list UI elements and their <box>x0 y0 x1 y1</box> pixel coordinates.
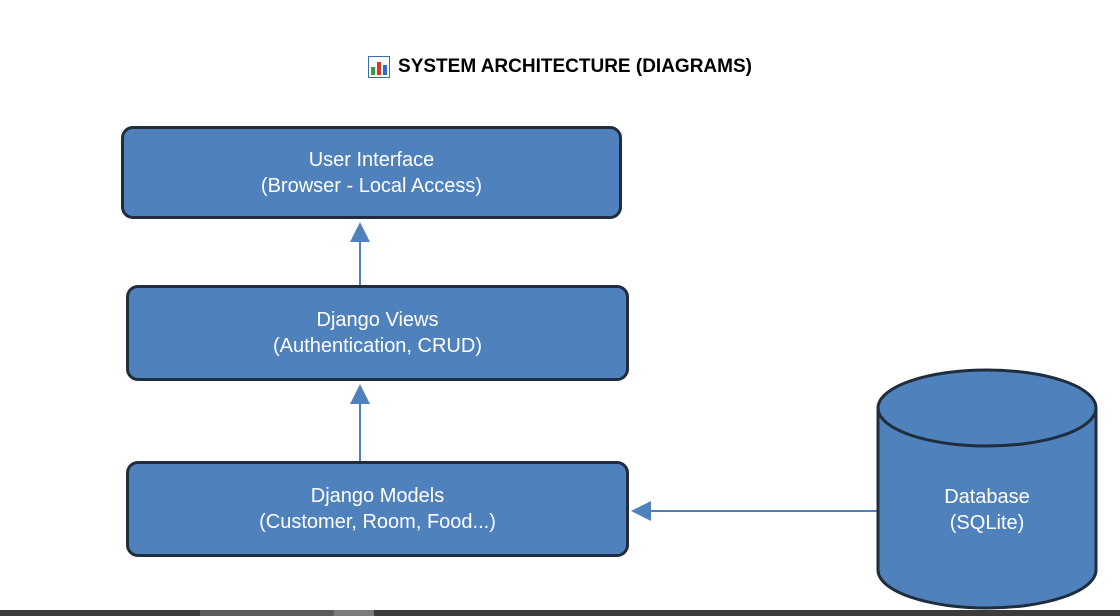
node-django-views: Django Views (Authentication, CRUD) <box>126 285 629 381</box>
node-django-models-subtitle: (Customer, Room, Food...) <box>259 511 496 533</box>
node-django-views-title: Django Views <box>316 309 439 331</box>
node-user-interface: User Interface (Browser - Local Access) <box>121 126 622 219</box>
bar-chart-icon <box>368 56 391 78</box>
node-django-models-title: Django Models <box>310 485 445 507</box>
node-database-subtitle: (SQLite) <box>949 512 1025 534</box>
diagram-title: SYSTEM ARCHITECTURE (DIAGRAMS) <box>0 56 1120 78</box>
bottom-scrollbar[interactable] <box>0 610 1120 616</box>
node-user-interface-title: User Interface <box>308 148 435 171</box>
database-cylinder <box>876 368 1098 610</box>
node-database-label: Database (SQLite) <box>880 484 1094 536</box>
node-django-views-subtitle: (Authentication, CRUD) <box>273 335 482 357</box>
node-database-title: Database <box>944 486 1030 508</box>
diagram-title-text: SYSTEM ARCHITECTURE (DIAGRAMS) <box>398 56 752 77</box>
node-user-interface-subtitle: (Browser - Local Access) <box>260 174 483 197</box>
scrollbar-thumb[interactable] <box>334 610 374 616</box>
scrollbar-track-segment <box>200 610 334 616</box>
node-django-models: Django Models (Customer, Room, Food...) <box>126 461 629 557</box>
